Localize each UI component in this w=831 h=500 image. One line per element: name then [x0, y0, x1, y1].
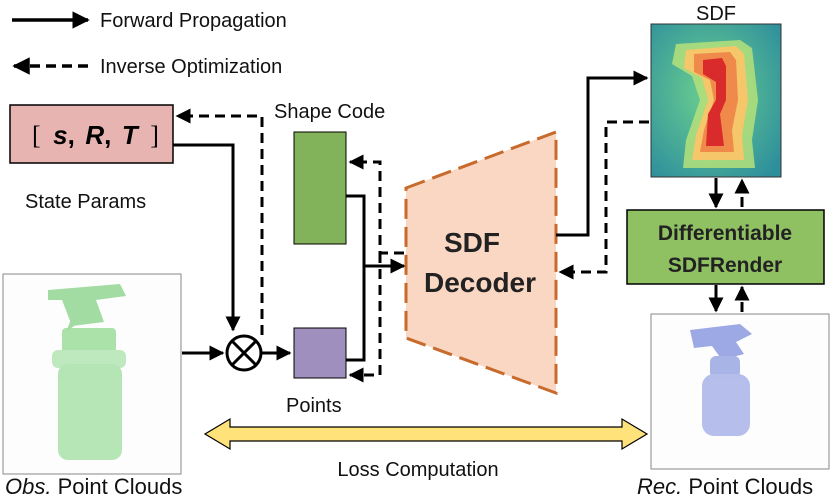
- param-s: s: [53, 120, 67, 150]
- state-params-box: [9, 104, 174, 164]
- state-params-label: State Params: [25, 191, 146, 213]
- obs-caption: Obs. Point Clouds: [5, 474, 182, 499]
- renderer-box: [626, 209, 825, 285]
- rec-spray-bottle-icon: [690, 324, 752, 436]
- decoder-label-line1: SDF: [444, 227, 500, 258]
- legend: Forward Propagation Inverse Optimization: [12, 10, 287, 78]
- sdf-decoder-shape: [404, 129, 558, 396]
- shape-code-label: Shape Code: [274, 101, 385, 123]
- points-box: [293, 327, 347, 379]
- renderer-label-line2: SDFRender: [668, 254, 782, 277]
- state-params-formula: [ s, R, T ]: [32, 120, 159, 150]
- state-params: [ s, R, T ] State Params: [9, 104, 174, 213]
- rec-caption-italic: Rec.: [637, 474, 682, 499]
- shape-code-box: [293, 131, 347, 245]
- obs-spray-bottle-icon: [48, 284, 126, 460]
- comma-2: ,: [104, 120, 111, 150]
- decoder-label-line2: Decoder: [424, 267, 536, 298]
- multiply-node-icon: [225, 334, 263, 372]
- points-label: Points: [286, 395, 342, 417]
- sdf-heatmap: [650, 23, 782, 178]
- legend-forward-label: Forward Propagation: [100, 10, 287, 32]
- forward-connections: [173, 70, 724, 362]
- loss-label: Loss Computation: [337, 459, 498, 481]
- obs-caption-italic: Obs.: [5, 474, 51, 499]
- bracket-close: ]: [150, 121, 159, 150]
- bracket-open: [: [32, 121, 41, 150]
- renderer-label-line1: Differentiable: [658, 222, 792, 245]
- comma-1: ,: [68, 120, 75, 150]
- inverse-connections: [175, 108, 750, 383]
- sdf-label: SDF: [696, 3, 736, 25]
- obs-caption-rest: Point Clouds: [51, 474, 182, 499]
- rec-caption-rest: Point Clouds: [682, 474, 813, 499]
- loss-double-arrow: [203, 417, 649, 451]
- rec-caption: Rec. Point Clouds: [637, 474, 813, 499]
- param-r: R: [85, 120, 104, 150]
- param-t: T: [122, 120, 140, 150]
- legend-inverse-label: Inverse Optimization: [100, 56, 282, 78]
